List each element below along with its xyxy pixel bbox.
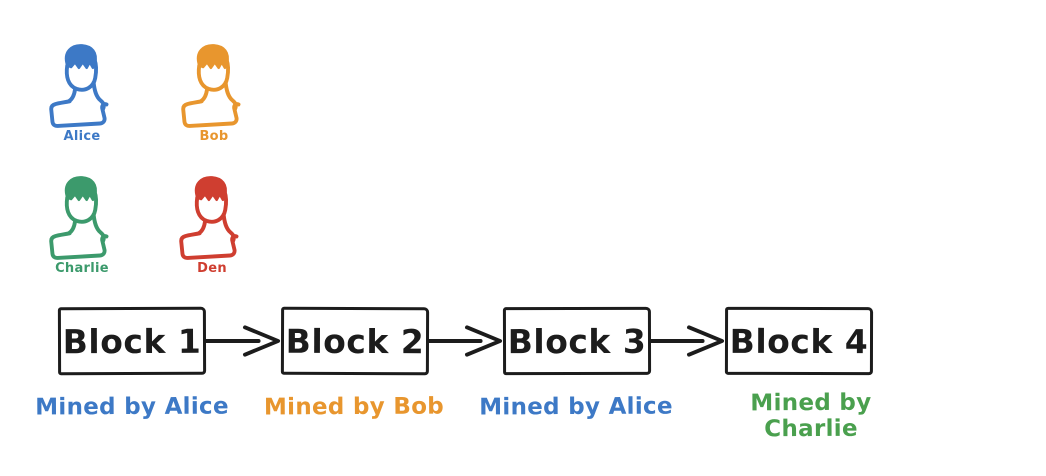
person-name-label: Charlie: [55, 261, 109, 276]
person-name-label: Bob: [199, 129, 229, 144]
caption-mined-by-block-3: Mined by Alice: [479, 393, 673, 421]
chain-arrow-icon: [648, 322, 726, 360]
person-icon: [179, 175, 239, 260]
person-name-label: Den: [197, 261, 227, 276]
chain-arrow-icon: [204, 322, 282, 360]
caption-mined-by-block-2: Mined by Bob: [263, 393, 445, 421]
person-den: Den: [176, 174, 248, 276]
person-icon: [49, 175, 109, 260]
person-name-label: Alice: [63, 129, 101, 144]
person-alice: Alice: [46, 42, 118, 144]
block-2: Block 2: [280, 306, 430, 376]
block-4: Block 4: [724, 306, 874, 376]
caption-mined-by-block-1: Mined by Alice: [35, 393, 229, 421]
person-icon: [49, 43, 109, 128]
block-3: Block 3: [502, 306, 652, 376]
chain-arrow-icon: [426, 322, 504, 360]
caption-mined-by-block-4: Mined by Charlie: [750, 389, 872, 443]
person-icon: [181, 43, 241, 128]
person-charlie: Charlie: [46, 174, 118, 276]
person-bob: Bob: [178, 42, 250, 144]
block-1: Block 1: [57, 306, 207, 376]
